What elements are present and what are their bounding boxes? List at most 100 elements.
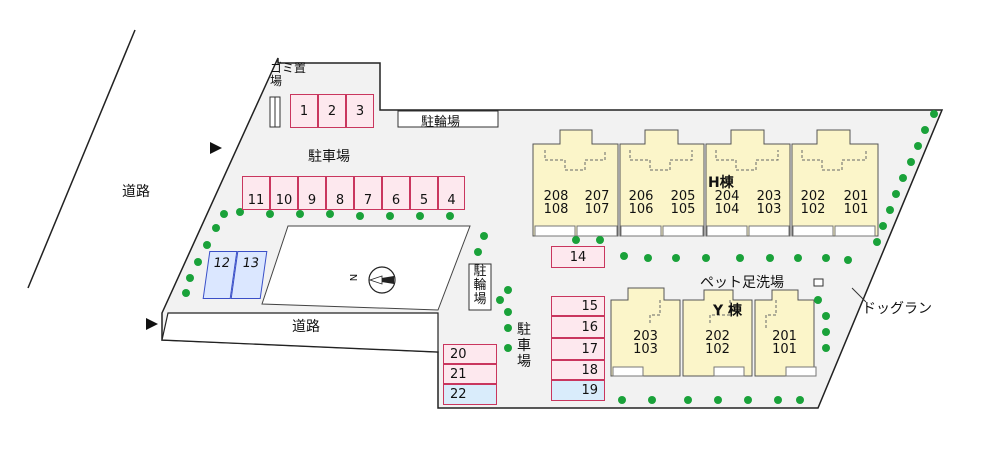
tree-icon <box>356 212 364 220</box>
tree-icon <box>504 286 512 294</box>
parking-space[interactable]: 21 <box>443 364 497 384</box>
parking-space[interactable]: 22 <box>443 384 497 405</box>
tree-icon <box>914 142 922 150</box>
tree-icon <box>873 238 881 246</box>
bicycle-parking-top <box>397 110 499 128</box>
tree-icon <box>684 396 692 404</box>
tree-icon <box>596 236 604 244</box>
entrance-arrow-icon <box>210 142 222 154</box>
dog-run-label: ドッグラン <box>862 301 932 317</box>
parking-space[interactable]: 11 <box>242 176 270 210</box>
parking-space[interactable]: 2 <box>318 94 346 128</box>
tree-icon <box>203 241 211 249</box>
tree-icon <box>296 210 304 218</box>
road-edge-line <box>27 29 136 289</box>
parking-label-mid: 駐車場 <box>517 322 531 370</box>
tree-icon <box>194 258 202 266</box>
unit-upper: 204 <box>714 189 740 204</box>
h-building <box>532 129 879 237</box>
unit-lower: 103 <box>756 202 782 217</box>
tree-icon <box>236 208 244 216</box>
north-label: N <box>349 273 361 282</box>
pet-wash-box <box>813 278 824 287</box>
unit-upper: 203 <box>756 189 782 204</box>
tree-icon <box>672 254 680 262</box>
pet-wash-label: ペット足洗場 <box>700 275 784 291</box>
unit-lower: 104 <box>714 202 740 217</box>
north-compass-icon <box>368 266 396 294</box>
tree-icon <box>930 110 938 118</box>
garbage-box-inner <box>274 96 281 128</box>
tree-icon <box>620 252 628 260</box>
inner-block <box>261 225 471 311</box>
tree-icon <box>212 224 220 232</box>
bicycle-label-top: 駐輪場 <box>421 115 461 130</box>
unit-upper: 203 <box>633 329 658 344</box>
parking-space[interactable]: 17 <box>551 338 605 360</box>
parking-label-top: 駐車場 <box>308 149 350 165</box>
parking-space[interactable]: 14 <box>551 246 605 268</box>
parking-space[interactable]: 9 <box>298 176 326 210</box>
unit-lower: 101 <box>843 202 869 217</box>
tree-icon <box>886 206 894 214</box>
parking-space[interactable]: 5 <box>410 176 438 210</box>
tree-icon <box>744 396 752 404</box>
tree-icon <box>714 396 722 404</box>
tree-icon <box>796 396 804 404</box>
parking-space[interactable]: 3 <box>346 94 374 128</box>
parking-space[interactable]: 7 <box>354 176 382 210</box>
tree-icon <box>644 254 652 262</box>
trees <box>182 110 938 404</box>
garbage-label: ゴミ置場 <box>270 61 307 88</box>
tree-icon <box>907 158 915 166</box>
tree-icon <box>386 212 394 220</box>
parking-space[interactable]: 16 <box>551 316 605 338</box>
y-building-label: Y 棟 <box>713 303 743 319</box>
tree-icon <box>572 236 580 244</box>
unit-lower: 106 <box>628 202 654 217</box>
unit-upper: 206 <box>628 189 654 204</box>
parking-space[interactable]: 10 <box>270 176 298 210</box>
tree-icon <box>921 126 929 134</box>
unit-upper: 202 <box>705 329 730 344</box>
parking-space[interactable]: 15 <box>551 296 605 316</box>
parking-space[interactable]: 20 <box>443 344 497 364</box>
tree-icon <box>446 212 454 220</box>
tree-icon <box>822 254 830 262</box>
entrance-arrow-icon <box>146 318 158 330</box>
unit-lower: 105 <box>670 202 696 217</box>
parking-space[interactable]: 19 <box>551 380 605 401</box>
tree-icon <box>186 274 194 282</box>
parking-space[interactable]: 4 <box>438 176 465 210</box>
unit-lower: 108 <box>543 202 569 217</box>
unit-upper: 205 <box>670 189 696 204</box>
tree-icon <box>474 248 482 256</box>
tree-icon <box>899 174 907 182</box>
tree-icon <box>504 308 512 316</box>
parking-space[interactable]: 6 <box>382 176 410 210</box>
tree-icon <box>618 396 626 404</box>
parking-space[interactable]: 8 <box>326 176 354 210</box>
tree-icon <box>736 254 744 262</box>
parking-space[interactable]: 18 <box>551 360 605 380</box>
unit-lower: 101 <box>772 342 797 357</box>
parking-space[interactable]: 1 <box>290 94 318 128</box>
bicycle-parking-mid <box>468 263 492 311</box>
tree-icon <box>648 396 656 404</box>
tree-icon <box>892 190 900 198</box>
tree-icon <box>702 254 710 262</box>
tree-icon <box>822 312 830 320</box>
road-label-left: 道路 <box>122 184 150 200</box>
unit-lower: 107 <box>584 202 610 217</box>
